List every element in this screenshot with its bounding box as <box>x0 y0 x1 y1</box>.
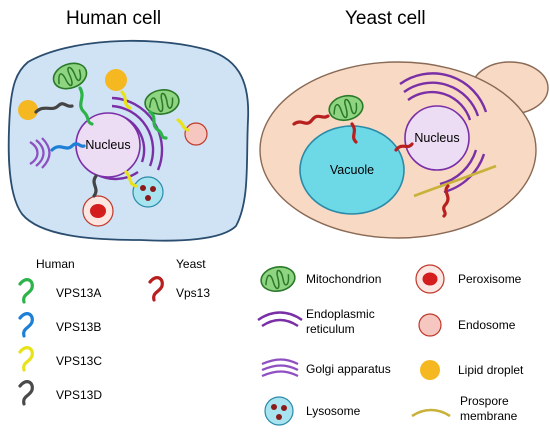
legend-peroxisome: Peroxisome <box>415 264 522 294</box>
legend-mitochondrion: Mitochondrion <box>258 263 381 295</box>
vps13d-tether-1 <box>34 102 74 114</box>
peroxisome-label: Peroxisome <box>458 272 522 286</box>
er-label-line1: Endoplasmic <box>306 307 375 321</box>
human-lipid-droplet-2 <box>18 100 38 120</box>
human-peroxisome <box>82 195 114 227</box>
vps13b-legend: VPS13B <box>18 312 101 338</box>
human-golgi <box>29 137 51 169</box>
organelle-legend: Mitochondrion Endoplasmic reticulum Golg… <box>257 263 524 426</box>
legend-endosome: Endosome <box>418 313 516 337</box>
vps13b-swatch-icon <box>18 312 34 338</box>
vps13c-tether-1 <box>120 90 132 110</box>
vps13d-tether-2 <box>92 174 98 198</box>
vps13a-tether-2 <box>148 110 168 140</box>
vacuole-label: Vacuole <box>330 163 374 177</box>
yeast-nucleus <box>404 105 470 171</box>
vps13d-swatch-icon <box>18 380 34 406</box>
legend-lysosome: Lysosome <box>264 396 361 426</box>
lysosome-icon <box>264 396 294 426</box>
yeast-cell: Nucleus Vacuole <box>259 61 549 239</box>
legend-er: Endoplasmic reticulum <box>257 307 375 336</box>
vps13c-swatch-icon <box>18 346 34 372</box>
mitochondrion-label: Mitochondrion <box>306 272 381 286</box>
yeast-legend-header: Yeast <box>176 257 206 271</box>
vps13a-tether-1 <box>78 86 94 126</box>
vps13c-tether-2 <box>176 118 190 132</box>
vps13b-label: VPS13B <box>56 320 101 334</box>
human-nucleus-label: Nucleus <box>85 138 130 152</box>
vps13c-tether-3 <box>124 170 138 188</box>
lysosome-label: Lysosome <box>306 404 361 418</box>
yeast-vps13-tethers <box>292 114 450 218</box>
vps13a-legend: VPS13A <box>18 278 101 304</box>
vps13-tether-3 <box>394 142 414 152</box>
legend-golgi: Golgi apparatus <box>261 358 391 378</box>
human-vps13-tethers <box>34 86 190 198</box>
legend-lipid: Lipid droplet <box>420 360 524 380</box>
peroxisome-icon <box>415 264 445 294</box>
er-icon <box>257 311 303 321</box>
vps13a-swatch-icon <box>18 278 34 304</box>
human-cell: Nucleus <box>7 39 250 242</box>
human-lipid-droplet-1 <box>105 69 127 91</box>
human-lysosome <box>132 176 164 208</box>
yeast-vps13-legend: Vps13 <box>148 276 210 302</box>
yeast-vps13-label: Vps13 <box>176 286 210 300</box>
protein-legend: Human Yeast VPS13A VPS13B VPS13C VPS13D … <box>18 257 210 406</box>
human-cell-title: Human cell <box>66 8 161 29</box>
vps13d-label: VPS13D <box>56 388 102 402</box>
vps13c-label: VPS13C <box>56 354 102 368</box>
lipid-droplet-label: Lipid droplet <box>458 363 524 377</box>
prospore-membrane-icon <box>411 408 451 418</box>
vps13c-legend: VPS13C <box>18 346 102 372</box>
lipid-droplet-icon <box>420 360 440 380</box>
yeast-er <box>399 72 488 194</box>
yeast-vps13-swatch-icon <box>148 276 164 302</box>
vps13a-label: VPS13A <box>56 286 101 300</box>
prospore-label-line1: Prospore <box>460 394 509 408</box>
prospore-label-line2: membrane <box>460 409 518 423</box>
vps13-tether-2 <box>350 122 358 144</box>
er-label-line2: reticulum <box>306 322 355 336</box>
yeast-prospore-membrane <box>413 164 497 198</box>
mitochondrion-icon <box>258 263 298 295</box>
legend-prospore: Prospore membrane <box>411 394 518 423</box>
golgi-icon <box>261 358 299 378</box>
vps13b-tether <box>50 142 86 152</box>
golgi-label: Golgi apparatus <box>306 362 391 376</box>
yeast-nucleus-label: Nucleus <box>414 131 459 145</box>
vps13d-legend: VPS13D <box>18 380 102 406</box>
human-endosome <box>184 122 208 146</box>
endosome-icon <box>418 313 442 337</box>
yeast-cell-title: Yeast cell <box>345 8 426 29</box>
human-legend-header: Human <box>36 257 75 271</box>
vps13-tether-1 <box>292 114 330 126</box>
vps13-tether-4 <box>442 184 450 218</box>
endosome-label: Endosome <box>458 318 516 332</box>
